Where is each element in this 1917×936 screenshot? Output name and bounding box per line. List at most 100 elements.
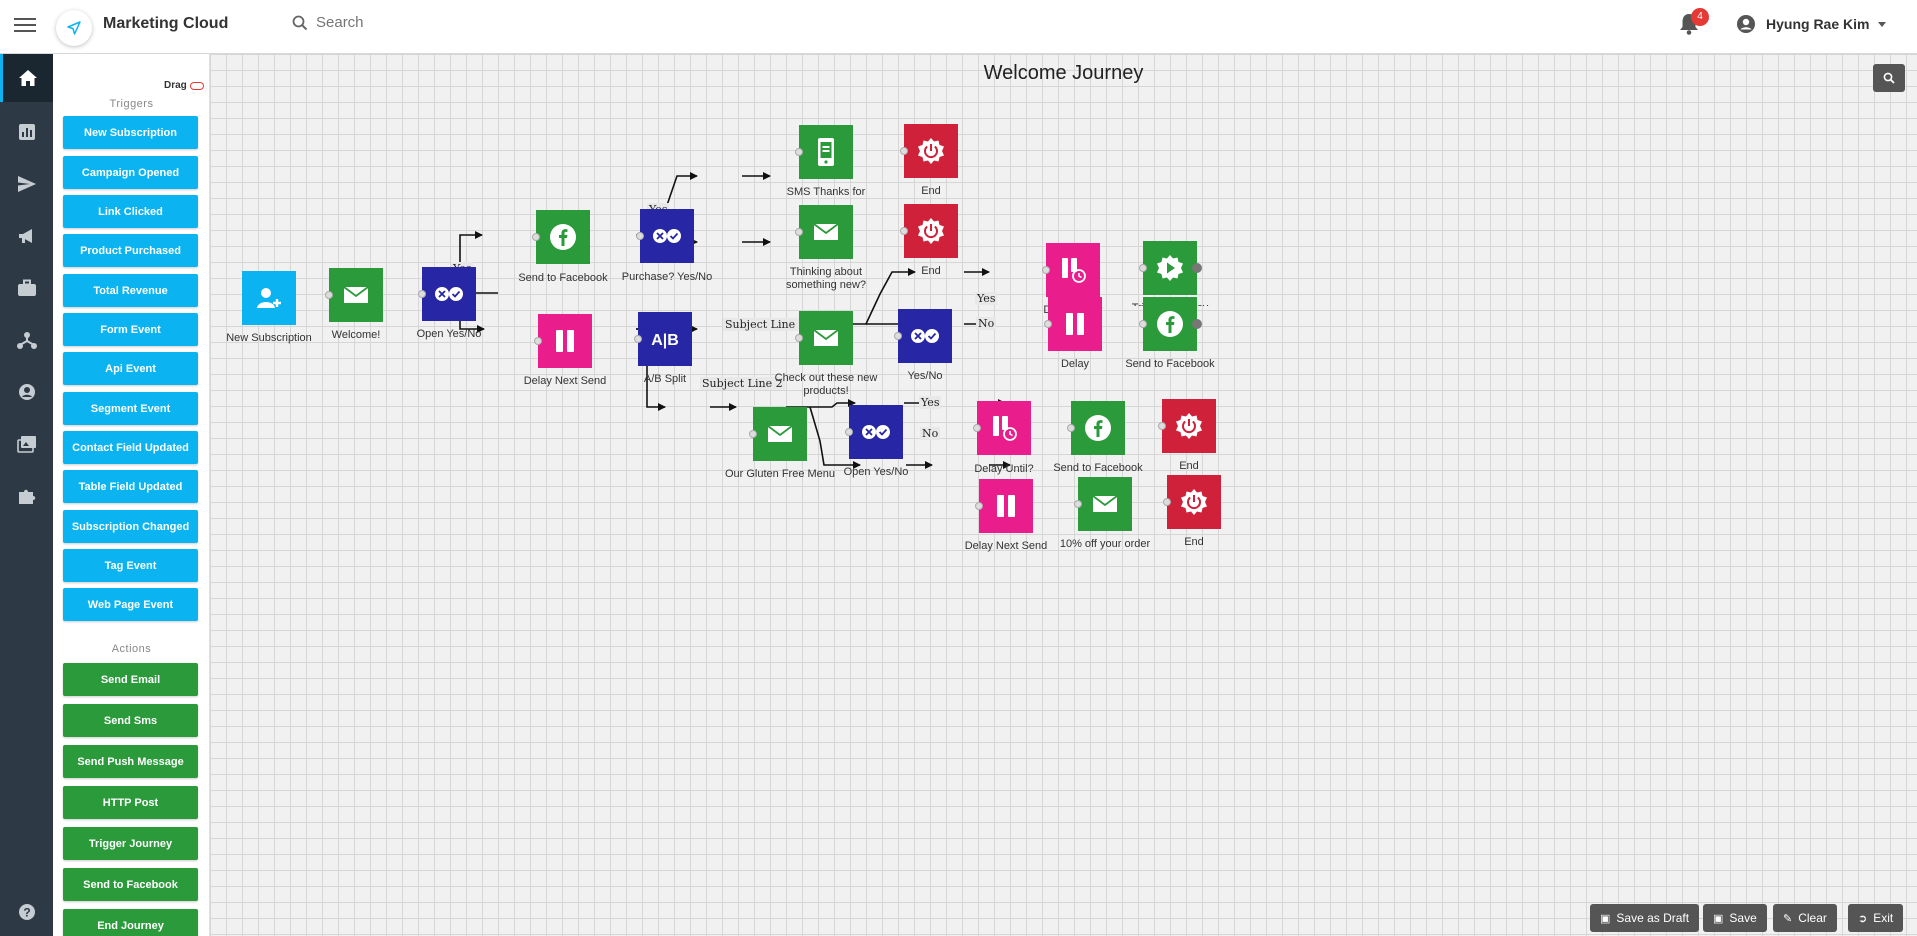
node-label: SMS Thanks for (786, 186, 866, 198)
user-menu[interactable]: Hyung Rae Kim (1736, 14, 1887, 34)
input-port[interactable] (900, 147, 908, 155)
trigger-link-clicked[interactable]: Link Clicked (63, 195, 198, 228)
drag-toggle[interactable]: Drag (164, 80, 204, 91)
action-end-journey[interactable]: End Journey (63, 909, 198, 936)
canvas-search-button[interactable] (1873, 64, 1905, 92)
trigger-form-event[interactable]: Form Event (63, 313, 198, 346)
node-open-yes-no[interactable] (418, 267, 476, 321)
clear-button[interactable]: ✎ Clear (1773, 904, 1837, 932)
input-port[interactable] (534, 337, 542, 345)
action-http-post[interactable]: HTTP Post (63, 786, 198, 819)
input-port[interactable] (845, 428, 853, 436)
input-port[interactable] (1074, 500, 1082, 508)
nav-contacts[interactable] (0, 368, 53, 416)
node-new-subscription[interactable] (242, 271, 296, 325)
node-delay-next-send[interactable] (534, 314, 592, 368)
nav-home[interactable] (0, 54, 53, 102)
node-sms-thanks[interactable] (795, 125, 853, 179)
input-port[interactable] (1163, 498, 1171, 506)
trigger-total-revenue[interactable]: Total Revenue (63, 274, 198, 307)
floppy-icon: ▣ (1600, 912, 1611, 925)
input-port[interactable] (795, 148, 803, 156)
node-send-to-facebook[interactable] (532, 210, 590, 264)
input-port[interactable] (418, 290, 426, 298)
app-logo[interactable] (56, 10, 92, 46)
input-port[interactable] (532, 233, 540, 241)
nav-integrations[interactable] (0, 472, 53, 520)
node-end[interactable] (900, 124, 958, 178)
search-box[interactable] (292, 14, 592, 31)
input-port[interactable] (1158, 422, 1166, 430)
action-send-push-message[interactable]: Send Push Message (63, 745, 198, 778)
node-label: A/B Split (643, 373, 687, 385)
journey-canvas[interactable]: Welcome Journey (210, 54, 1917, 936)
node-label: Send to Facebook (1125, 358, 1215, 370)
action-trigger-journey[interactable]: Trigger Journey (63, 827, 198, 860)
node-ab-split[interactable]: A|B (634, 312, 692, 366)
yes-no-icon (862, 425, 890, 439)
node-label: Thinking about something new? (785, 266, 867, 291)
node-open-yes-no[interactable] (845, 405, 903, 459)
hamburger-menu-icon[interactable] (14, 14, 36, 36)
node-delay[interactable] (1044, 297, 1102, 351)
trigger-campaign-opened[interactable]: Campaign Opened (63, 156, 198, 189)
save-as-draft-button[interactable]: ▣ Save as Draft (1590, 904, 1700, 932)
trigger-table-field-updated[interactable]: Table Field Updated (63, 470, 198, 503)
node-welcome-email[interactable] (325, 268, 383, 322)
output-port[interactable] (1192, 263, 1202, 273)
action-send-email[interactable]: Send Email (63, 663, 198, 696)
trigger-product-purchased[interactable]: Product Purchased (63, 234, 198, 267)
node-end[interactable] (900, 204, 958, 258)
node-end[interactable] (1163, 475, 1221, 529)
action-send-to-facebook[interactable]: Send to Facebook (63, 868, 198, 901)
exit-button[interactable]: ➲ Exit (1848, 904, 1904, 932)
nav-journeys[interactable] (0, 316, 53, 364)
node-thinking-email[interactable] (795, 205, 853, 259)
node-send-to-facebook[interactable] (1139, 297, 1202, 351)
nav-briefcase[interactable] (0, 264, 53, 312)
input-port[interactable] (1139, 320, 1147, 328)
nav-campaigns[interactable] (0, 212, 53, 260)
input-port[interactable] (1044, 320, 1052, 328)
nav-send[interactable] (0, 160, 53, 208)
node-delay-until[interactable] (973, 401, 1031, 455)
node-purchase-yes-no[interactable] (636, 209, 694, 263)
input-port[interactable] (795, 228, 803, 236)
node-send-to-facebook[interactable] (1067, 401, 1125, 455)
input-port[interactable] (795, 334, 803, 342)
input-port[interactable] (975, 502, 983, 510)
nav-media[interactable] (0, 420, 53, 468)
node-end[interactable] (1158, 399, 1216, 453)
input-port[interactable] (634, 335, 642, 343)
node-discount-email[interactable] (1074, 477, 1132, 531)
node-trigger-journey[interactable] (1139, 241, 1202, 295)
input-port[interactable] (1067, 424, 1075, 432)
nav-reports[interactable] (0, 108, 53, 156)
input-port[interactable] (900, 227, 908, 235)
trigger-subscription-changed[interactable]: Subscription Changed (63, 510, 198, 543)
trigger-api-event[interactable]: Api Event (63, 352, 198, 385)
trigger-contact-field-updated[interactable]: Contact Field Updated (63, 431, 198, 464)
node-yes-no[interactable] (894, 309, 952, 363)
node-gluten-free-email[interactable] (749, 407, 807, 461)
node-check-out-email[interactable] (795, 311, 853, 365)
input-port[interactable] (325, 291, 333, 299)
input-port[interactable] (973, 424, 981, 432)
trigger-web-page-event[interactable]: Web Page Event (63, 588, 198, 621)
input-port[interactable] (636, 232, 644, 240)
node-label: Delay Until? (974, 463, 1034, 475)
input-port[interactable] (1139, 264, 1147, 272)
input-port[interactable] (1042, 266, 1050, 274)
nav-help[interactable]: ? (0, 888, 53, 936)
trigger-tag-event[interactable]: Tag Event (63, 549, 198, 582)
trigger-segment-event[interactable]: Segment Event (63, 392, 198, 425)
action-send-sms[interactable]: Send Sms (63, 704, 198, 737)
trigger-new-subscription[interactable]: New Subscription (63, 116, 198, 149)
search-input[interactable] (316, 14, 556, 31)
input-port[interactable] (894, 332, 902, 340)
save-button[interactable]: ▣ Save (1703, 904, 1767, 932)
node-delay-next-send[interactable] (975, 479, 1033, 533)
input-port[interactable] (749, 430, 757, 438)
node-delay-until[interactable] (1042, 243, 1100, 297)
output-port[interactable] (1192, 319, 1202, 329)
